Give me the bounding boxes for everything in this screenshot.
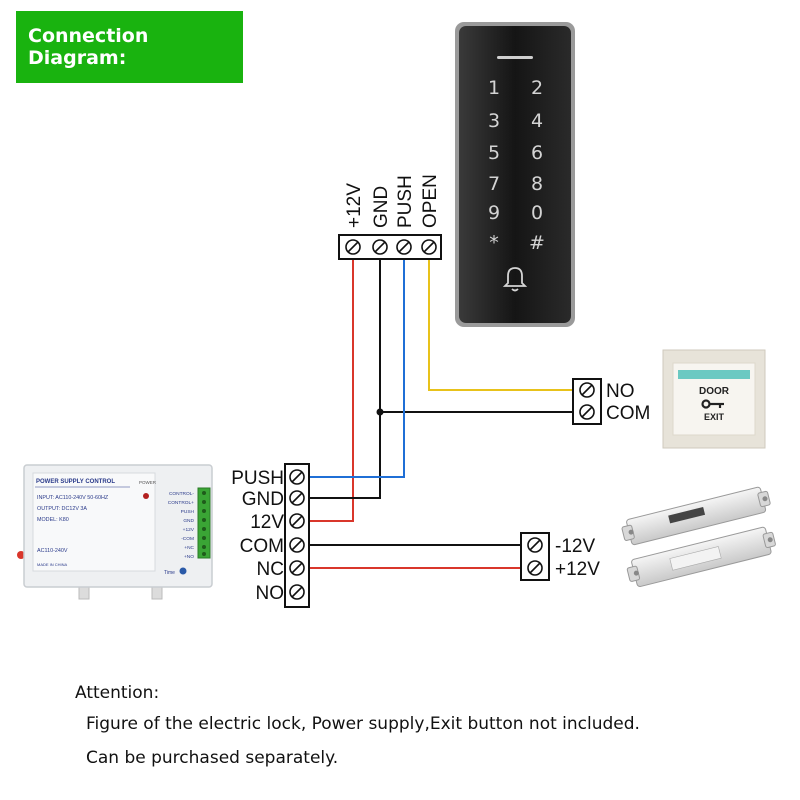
psu-side-label: GND [183, 518, 194, 524]
attention-line-2: Can be purchased separately. [86, 748, 339, 768]
key-3: 3 [488, 110, 500, 132]
screw-terminal [421, 239, 437, 255]
psu-side-label: +NC [184, 545, 194, 551]
psu-terminal-nc-label: NC [257, 559, 284, 580]
psu-side-label: CONTROL+ [168, 500, 194, 506]
keypad-keys: 1 2 3 4 5 6 7 8 9 0 * # [488, 77, 545, 254]
screw-terminal [289, 490, 305, 506]
key-5: 5 [488, 142, 500, 164]
psu-made-in: MADE IN CHINA [37, 562, 68, 567]
psu-terminal-push-label: PUSH [231, 468, 284, 489]
psu-terminal-no-label: NO [256, 583, 285, 604]
psu-side-label: CONTROL- [169, 491, 194, 497]
wire-blue-push [308, 258, 405, 478]
psu-label-title: POWER SUPPLY CONTROL [36, 479, 115, 485]
key-4: 4 [531, 110, 543, 132]
exit-button-door-text: DOOR [699, 386, 730, 397]
psu-side-label: +12V [183, 527, 195, 533]
psu-side-label: PUSH [181, 509, 195, 515]
key-2: 2 [531, 77, 543, 99]
keypad-terminal-push-label: PUSH [395, 175, 416, 228]
wires [308, 258, 577, 569]
psu-time-text: Time [164, 570, 175, 576]
key-1: 1 [488, 77, 500, 99]
keypad-terminal-open-label: OPEN [420, 174, 441, 228]
psu-terminal-12v-label: 12V [250, 512, 284, 533]
psu-power-text: POWER [139, 480, 157, 485]
exit-button-exit-text: EXIT [704, 412, 725, 422]
wire-yellow-open [428, 258, 577, 391]
psu-terminal-com-label: COM [240, 536, 284, 557]
bell-icon [502, 267, 528, 292]
psu-voltage-badge: AC110-240V [37, 548, 68, 554]
screw-terminal [289, 469, 305, 485]
psu-label-input: INPUT: AC110-240V 50-60HZ [37, 495, 109, 501]
key-hash: # [529, 232, 545, 254]
psu-terminal-gnd-label: GND [242, 489, 284, 510]
power-cable-stub [17, 551, 25, 559]
screw-terminal [372, 239, 388, 255]
wire-red-12v [308, 258, 354, 522]
screw-terminal [579, 382, 595, 398]
exit-no-label: NO [606, 381, 635, 402]
exit-com-label: COM [606, 403, 650, 424]
psu-label-model: MODEL: K80 [37, 517, 69, 523]
lock-neg-label: -12V [555, 536, 595, 557]
keypad-terminal-labels: +12V GND PUSH OPEN [344, 174, 441, 228]
power-supply-device: POWER SUPPLY CONTROL INPUT: AC110-240V 5… [17, 464, 213, 600]
psu-time-knob-icon [179, 567, 187, 575]
exit-button-terminal-block [572, 378, 602, 425]
attention-line-1: Figure of the electric lock, Power suppl… [86, 714, 640, 734]
key-9: 9 [488, 202, 500, 224]
psu-label-output: OUTPUT: DC12V 3A [37, 506, 87, 512]
keypad-terminal-gnd-label: GND [371, 186, 392, 228]
psu-power-led [143, 493, 149, 499]
screw-terminal [289, 584, 305, 600]
lock-pos-label: +12V [555, 559, 600, 580]
key-8: 8 [531, 173, 543, 195]
key-0: 0 [531, 202, 543, 224]
wire-black-gnd [308, 258, 381, 499]
screw-terminal [289, 537, 305, 553]
page-title: Connection Diagram: [28, 25, 149, 69]
lock-terminal-block [520, 532, 550, 581]
key-6: 6 [531, 142, 543, 164]
screw-terminal [289, 560, 305, 576]
screw-terminal [396, 239, 412, 255]
exit-button-device: DOOR EXIT [662, 349, 766, 449]
psu-terminal-block [284, 463, 310, 608]
keypad-device: 1 2 3 4 5 6 7 8 9 0 * # [455, 22, 575, 327]
key-7: 7 [488, 173, 500, 195]
electric-lock-device [621, 486, 776, 588]
screw-terminal [579, 404, 595, 420]
keypad-terminal-12v-label: +12V [344, 183, 365, 228]
screw-terminal [527, 537, 543, 553]
key-star: * [489, 232, 499, 254]
attention-heading: Attention: [75, 683, 160, 703]
psu-green-terminal-strip [197, 487, 211, 559]
title-banner: Connection Diagram: [16, 11, 243, 83]
psu-side-label: -COM [181, 536, 194, 542]
screw-terminal [345, 239, 361, 255]
keypad-led-bar [497, 56, 533, 59]
keypad-terminal-block [338, 234, 442, 260]
wire-junction-dot [376, 408, 384, 416]
psu-side-label: +NO [184, 554, 194, 560]
screw-terminal [527, 560, 543, 576]
screw-terminal [289, 513, 305, 529]
key-icon [701, 399, 724, 409]
